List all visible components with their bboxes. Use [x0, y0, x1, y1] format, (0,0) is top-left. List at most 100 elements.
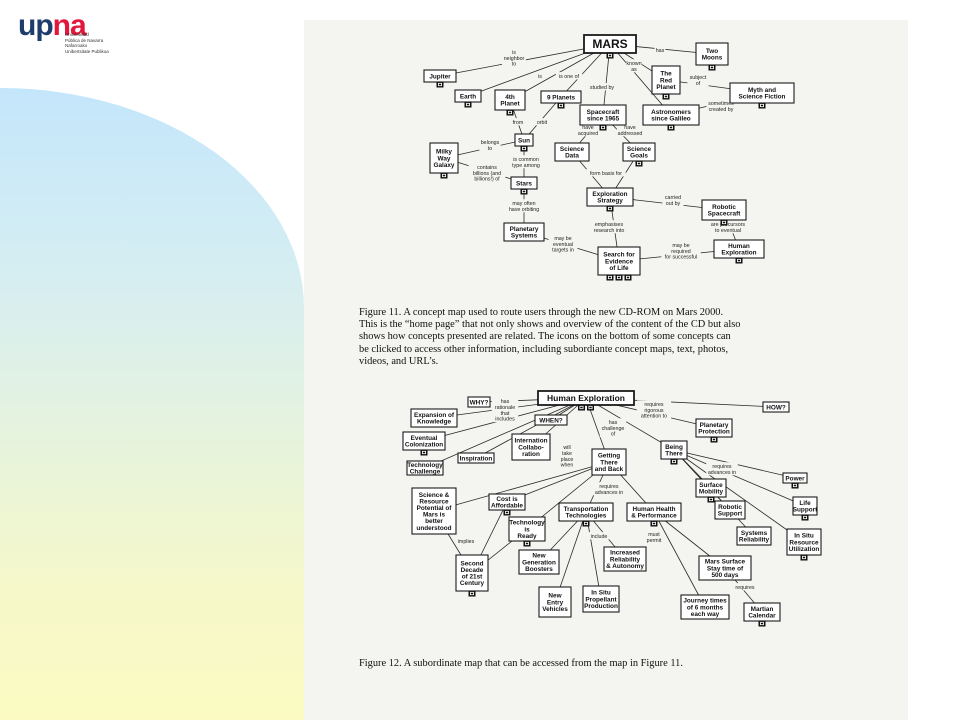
concept-box	[511, 433, 551, 461]
concept-node-9-planets[interactable]: 9 Planets	[540, 90, 582, 109]
icon-glyph-inner	[710, 66, 714, 69]
edge-label-bg-known-as	[626, 59, 642, 73]
concept-box	[762, 401, 790, 413]
concept-label: MARS	[592, 37, 627, 51]
icon-glyph-inner	[584, 522, 588, 525]
concept-node-jupiter[interactable]: Jupiter	[423, 69, 457, 88]
concept-node-mars[interactable]: MARS	[583, 34, 637, 59]
edge-mars-to-astronomers	[609, 43, 672, 116]
edge-human-exploration-title-to-inspiration	[475, 397, 587, 459]
concept-node-power[interactable]: Power	[782, 472, 808, 489]
edge-label-bg-is-neighbor-to	[502, 48, 526, 68]
concept-node-sun[interactable]: Sun	[514, 133, 534, 152]
logo-word-up: up	[18, 9, 54, 42]
left-gradient-shape	[0, 88, 304, 720]
concept-label: Human Exploration	[547, 393, 625, 403]
icon-glyph-inner	[601, 126, 605, 129]
concept-node-how[interactable]: HOW?	[762, 401, 790, 413]
concept-label: HOW?	[766, 404, 786, 411]
concept-node-why[interactable]: WHY?	[467, 396, 491, 408]
icon-glyph-inner	[438, 83, 442, 86]
edge-label-include: include	[591, 534, 608, 540]
logo-word-na: na	[52, 9, 87, 42]
concept-node-human-exploration-title[interactable]: Human Exploration	[537, 390, 635, 411]
edge-label-bg-may-often-have	[505, 199, 543, 213]
concept-label: Power	[785, 475, 805, 482]
edge-label-bg-subject-of	[687, 73, 709, 87]
concept-node-human-health[interactable]: Human Health& Performance	[626, 502, 682, 527]
logo-word: upna	[18, 6, 87, 46]
concept-node-when[interactable]: WHEN?	[534, 414, 568, 426]
icon-glyph-inner	[559, 104, 563, 107]
concept-node-earth[interactable]: Earth	[454, 89, 482, 108]
concept-box	[714, 500, 746, 520]
edge-label-bg-requires-advances-1	[593, 482, 625, 496]
icon-glyph-inner	[466, 103, 470, 106]
concept-label: Earth	[460, 93, 476, 100]
concept-node-stars[interactable]: Stars	[510, 176, 538, 195]
concept-node-inspiration[interactable]: Inspiration	[457, 452, 495, 464]
edge-label-bg-carried-out-by	[662, 193, 684, 207]
icon-glyph-inner	[803, 516, 807, 519]
